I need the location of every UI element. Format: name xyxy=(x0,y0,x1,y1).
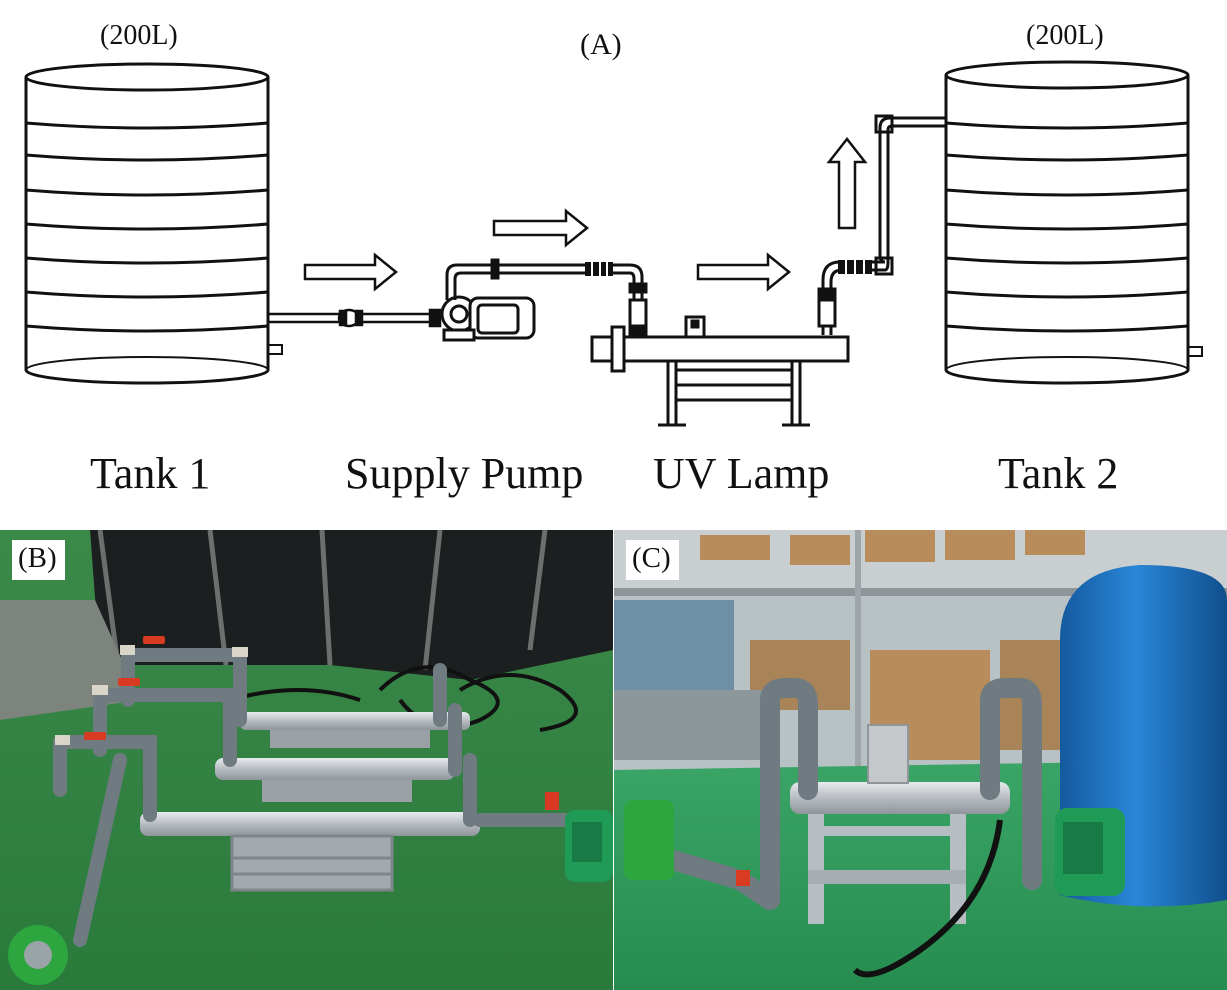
tank-2-capacity: (200L) xyxy=(1026,20,1104,51)
tank-2-name: Tank 2 xyxy=(998,449,1118,498)
panel-b-photo xyxy=(0,530,613,990)
tank-2-drawing xyxy=(944,60,1203,385)
tank-1-capacity: (200L) xyxy=(100,20,178,51)
supply-pump-name: Supply Pump xyxy=(345,449,583,498)
panel-a-schematic xyxy=(24,60,1203,427)
supply-pump-drawing xyxy=(440,258,648,342)
panel-c-photo xyxy=(614,530,1227,990)
flow-arrow-1 xyxy=(303,252,398,292)
flow-arrow-3 xyxy=(696,252,791,292)
panel-a-label: (A) xyxy=(580,28,622,61)
inlet-pipe xyxy=(268,308,442,328)
flow-arrow-4 xyxy=(826,136,868,230)
uv-lamp-name: UV Lamp xyxy=(653,449,829,498)
flow-arrows xyxy=(303,136,868,292)
tank-1-drawing xyxy=(24,62,283,385)
panel-b-label: (B) xyxy=(12,540,65,580)
uv-lamp-drawing xyxy=(590,114,946,427)
panel-c-label: (C) xyxy=(626,540,679,580)
tank-1-name: Tank 1 xyxy=(90,449,210,498)
flow-arrow-2 xyxy=(492,208,589,248)
